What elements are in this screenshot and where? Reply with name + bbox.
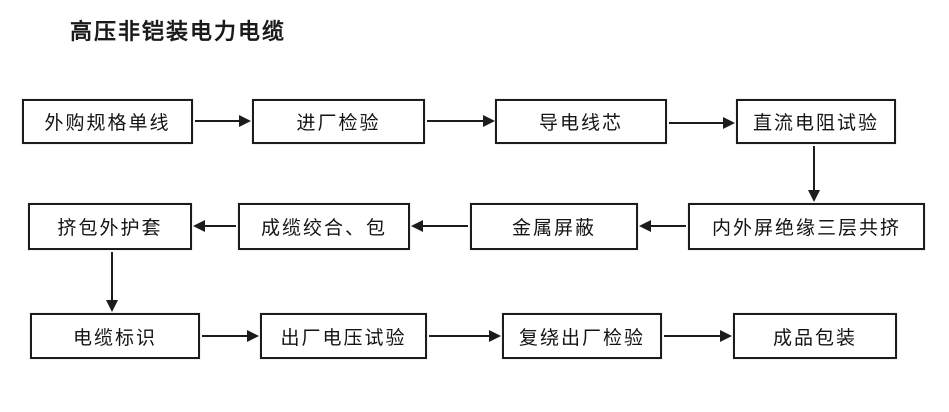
arrow-left-coextrusion-to-shielding bbox=[639, 220, 686, 232]
step-incoming-inspection-box: 进厂检验 bbox=[252, 99, 425, 144]
step-factory-voltage-test-box: 出厂电压试验 bbox=[260, 313, 427, 359]
step-finished-product-packaging-box: 成品包装 bbox=[733, 313, 897, 359]
arrow-right-purchase-to-incoming bbox=[195, 115, 251, 127]
arrow-right-conductor-to-dctest bbox=[669, 117, 735, 129]
arrow-down-sheath-to-marking bbox=[106, 252, 118, 312]
arrow-left-shielding-to-cabling bbox=[411, 220, 468, 232]
step-conductor-core-box: 导电线芯 bbox=[495, 99, 667, 144]
step-triple-layer-coextrusion-box: 内外屏绝缘三层共挤 bbox=[688, 203, 925, 250]
diagram-title: 高压非铠装电力电缆 bbox=[70, 19, 287, 45]
arrow-down-dctest-to-coextrusion bbox=[808, 146, 820, 202]
step-metal-shielding-box: 金属屏蔽 bbox=[470, 203, 638, 250]
step-cabling-twisting-wrapping-box: 成缆绞合、包 bbox=[238, 203, 410, 250]
arrow-left-cabling-to-sheath bbox=[193, 220, 236, 232]
step-outer-sheath-extrusion-box: 挤包外护套 bbox=[28, 203, 192, 250]
step-rewind-factory-inspection-box: 复绕出厂检验 bbox=[502, 313, 662, 359]
arrow-right-incoming-to-conductor bbox=[427, 115, 495, 127]
arrow-right-voltagetest-to-rewind bbox=[429, 330, 501, 342]
step-cable-marking-box: 电缆标识 bbox=[30, 313, 200, 359]
arrow-right-marking-to-voltagetest bbox=[202, 330, 259, 342]
arrow-right-rewind-to-packaging bbox=[664, 330, 732, 342]
step-purchased-spec-wire-box: 外购规格单线 bbox=[22, 99, 193, 144]
step-dc-resistance-test-box: 直流电阻试验 bbox=[736, 99, 896, 144]
